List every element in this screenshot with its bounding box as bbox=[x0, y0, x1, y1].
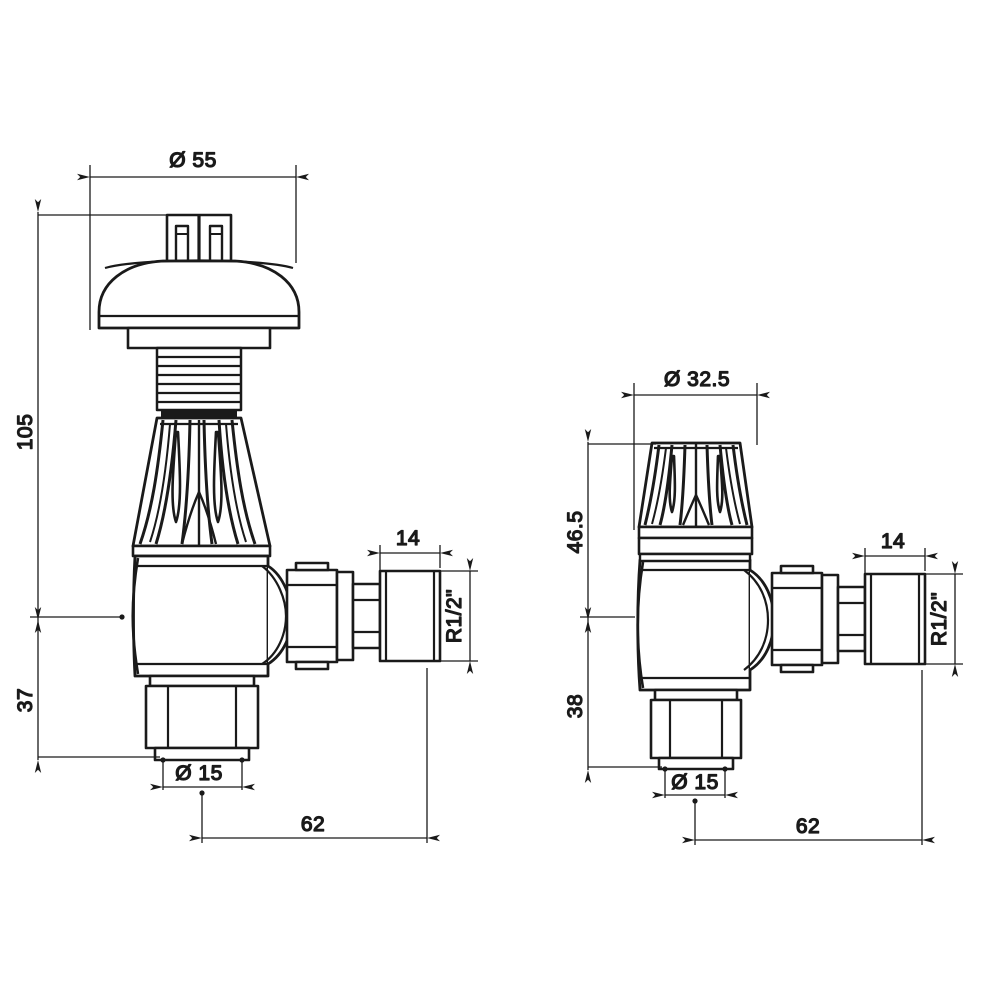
dim-label-length-62b: 62 bbox=[796, 815, 820, 838]
dim-label-thread-r12b: R1/2" bbox=[928, 592, 951, 646]
dimension-length-62 bbox=[189, 668, 440, 843]
dimension-height-465 bbox=[584, 429, 656, 633]
dimension-height-37 bbox=[30, 607, 160, 773]
dimension-dia-325 bbox=[621, 383, 770, 530]
dim-label-dia-325: Ø 32.5 bbox=[664, 368, 730, 391]
dim-label-height-38: 38 bbox=[564, 694, 587, 718]
dim-label-height-465: 46.5 bbox=[564, 511, 587, 554]
dimension-thread-r12 bbox=[440, 558, 478, 674]
dimension-height-105 bbox=[34, 199, 170, 633]
left-valve-ribbed-barrel bbox=[155, 346, 243, 418]
left-view-dimensions: Ø 55 105 37 14 R1/2" bbox=[13, 148, 478, 843]
dim-label-dia-15: Ø 15 bbox=[175, 762, 223, 785]
dimension-width-14 bbox=[367, 545, 453, 580]
right-valve-bottom-nut bbox=[649, 688, 743, 771]
right-valve-outlet-fitting bbox=[770, 564, 927, 674]
dim-label-height-37: 37 bbox=[14, 688, 37, 712]
dim-label-thread-r12: R1/2" bbox=[443, 589, 466, 643]
left-valve-head-collar bbox=[126, 326, 272, 350]
dim-label-width-14b: 14 bbox=[881, 530, 905, 553]
dim-label-dia-15b: Ø 15 bbox=[671, 771, 719, 794]
dimension-height-38 bbox=[580, 607, 662, 783]
right-valve-assembly bbox=[636, 441, 927, 771]
dim-label-height-105: 105 bbox=[14, 414, 37, 451]
dim-label-length-62: 62 bbox=[301, 813, 325, 836]
right-valve-body bbox=[636, 552, 776, 692]
dim-label-dia-55: Ø 55 bbox=[169, 149, 217, 172]
dim-label-width-14: 14 bbox=[396, 527, 420, 550]
dimension-dia-15b bbox=[652, 766, 738, 799]
left-valve-outlet-fitting bbox=[285, 561, 442, 671]
right-view-dimensions: Ø 32.5 46.5 38 14 R1/2" bbox=[563, 367, 963, 845]
dimension-width-14b bbox=[852, 548, 938, 583]
left-valve-body bbox=[131, 554, 294, 678]
right-valve-fluted-head bbox=[637, 441, 754, 556]
dimension-dia-55 bbox=[77, 165, 309, 330]
left-valve-head-cap bbox=[97, 259, 301, 330]
dimension-dia-15 bbox=[150, 757, 255, 791]
dimension-length-62b bbox=[682, 670, 935, 845]
left-valve-assembly bbox=[97, 213, 442, 762]
left-valve-fluted-skirt bbox=[131, 416, 272, 558]
left-valve-bottom-nut bbox=[144, 674, 260, 762]
dimension-thread-r12b bbox=[925, 561, 963, 677]
